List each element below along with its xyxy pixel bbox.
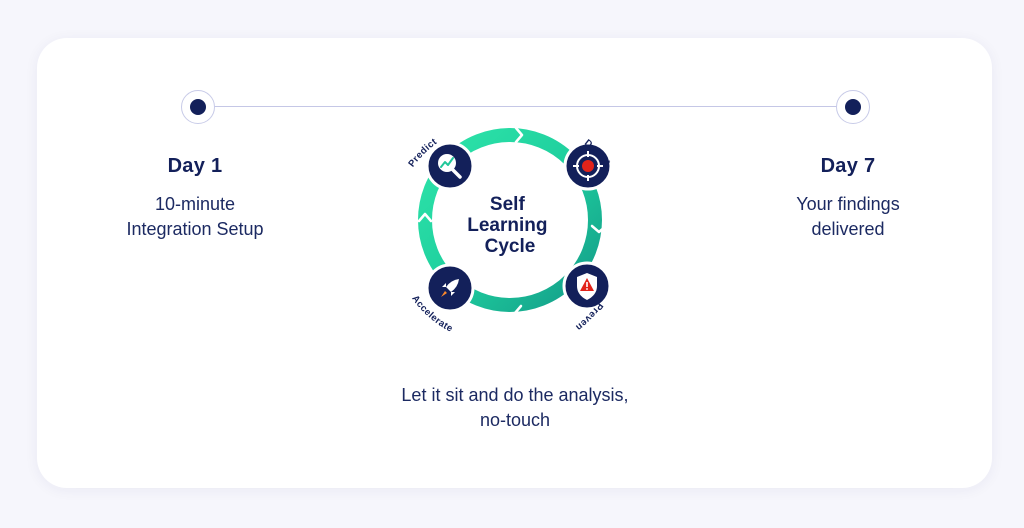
detect-node (563, 141, 613, 191)
cycle-arrow-left (417, 212, 433, 223)
magnifier-trend-icon (438, 154, 462, 179)
warning-shield-icon (577, 273, 597, 300)
self-learning-cycle-diagram: Self Learning Cycle (380, 110, 613, 335)
cycle-arrow-bottom (513, 304, 523, 322)
timeline-start-marker (181, 90, 215, 124)
cycle-ring (418, 128, 602, 312)
day-1-title: Day 1 (167, 155, 223, 177)
predict-node (425, 141, 475, 191)
cycle-title: Self Learning Cycle (467, 194, 553, 257)
target-crosshair-icon (573, 151, 603, 181)
timeline-end-marker (836, 90, 870, 124)
cycle-arrow-right (590, 224, 608, 234)
rocket-icon (441, 279, 459, 297)
day-7-description: Your findings delivered (796, 194, 900, 239)
day-1-description: 10-minute Integration Setup (126, 194, 264, 239)
day-7-title: Day 7 (820, 155, 876, 177)
cycle-arrow-top (514, 126, 524, 144)
prevent-node (562, 261, 612, 311)
cycle-caption: Let it sit and do the analysis, no-touch (401, 385, 629, 430)
timeline-line (198, 106, 854, 107)
accelerate-node (425, 263, 475, 313)
